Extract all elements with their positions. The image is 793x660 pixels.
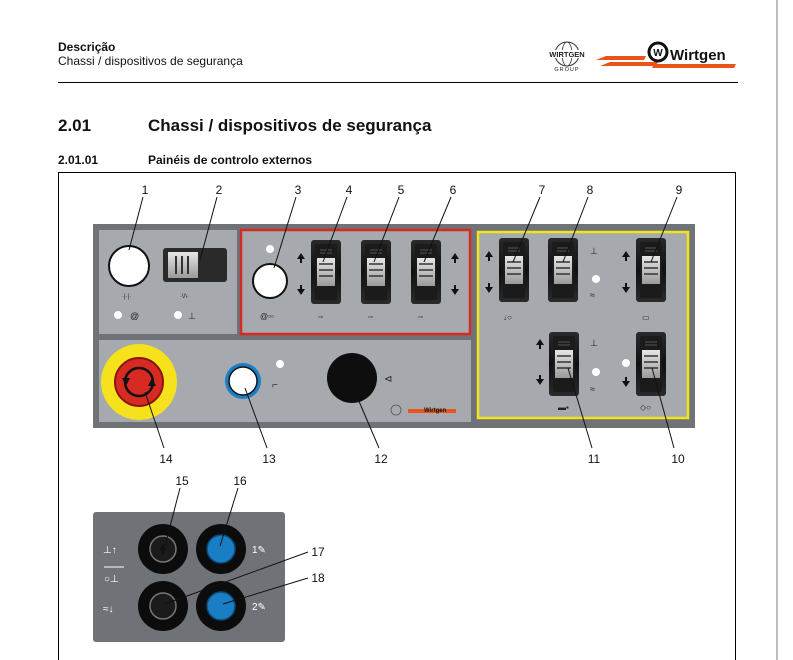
horn-button-12[interactable] bbox=[327, 353, 377, 403]
section-number: 2.01 bbox=[58, 116, 92, 135]
svg-text:W: W bbox=[653, 48, 663, 59]
logo-group-sub: GROUP bbox=[554, 67, 579, 73]
indicator-lamp bbox=[276, 360, 284, 368]
svg-text:⊲: ⊲ bbox=[384, 374, 392, 385]
button-13[interactable] bbox=[228, 366, 258, 396]
svg-text:1✎: 1✎ bbox=[252, 545, 266, 556]
button-17[interactable] bbox=[149, 592, 177, 620]
svg-text:▫▫: ▫▫ bbox=[418, 314, 423, 321]
callout-10: 10 bbox=[671, 452, 685, 466]
callout-13: 13 bbox=[262, 452, 276, 466]
svg-text:≈: ≈ bbox=[590, 384, 595, 394]
svg-text:⊥↑: ⊥↑ bbox=[103, 545, 117, 556]
logo-group-text: WIRTGEN bbox=[549, 50, 584, 59]
svg-text:▫▫: ▫▫ bbox=[368, 314, 373, 321]
svg-text:≈↓: ≈↓ bbox=[103, 604, 114, 615]
callout-14: 14 bbox=[159, 452, 173, 466]
indicator-lamp bbox=[622, 359, 630, 367]
subsection-title: Painéis de controlo externos bbox=[148, 153, 313, 167]
knob-1[interactable] bbox=[108, 245, 150, 287]
callout-16: 16 bbox=[233, 474, 247, 488]
svg-text:⌐: ⌐ bbox=[272, 380, 278, 391]
logo-brand-text: Wirtgen bbox=[670, 47, 726, 64]
callout-numbers: 1 2 3 4 5 6 7 8 9 10 11 12 13 14 15 16 1… bbox=[142, 183, 685, 585]
callout-leaders bbox=[128, 196, 678, 605]
svg-text:@▫▫: @▫▫ bbox=[260, 312, 274, 321]
wirtgen-group-logo: WIRTGEN GROUP bbox=[549, 41, 585, 73]
button-18[interactable] bbox=[206, 591, 236, 621]
svg-text:⊥: ⊥ bbox=[590, 246, 598, 256]
svg-text:○⊥: ○⊥ bbox=[104, 574, 119, 585]
rocker-switch-7[interactable] bbox=[498, 237, 530, 303]
svg-text:▬▪: ▬▪ bbox=[558, 403, 569, 412]
callout-8: 8 bbox=[587, 183, 594, 197]
indicator-lamp bbox=[266, 245, 274, 253]
svg-text:▫▫: ▫▫ bbox=[318, 314, 323, 321]
callout-12: 12 bbox=[374, 452, 388, 466]
subsection-number: 2.01.01 bbox=[58, 153, 99, 167]
small-control-panel bbox=[93, 512, 285, 642]
callout-5: 5 bbox=[398, 183, 405, 197]
callout-9: 9 bbox=[676, 183, 683, 197]
svg-text:⊥: ⊥ bbox=[188, 311, 196, 321]
emergency-stop-button[interactable] bbox=[114, 357, 164, 407]
svg-text:⊥: ⊥ bbox=[590, 338, 598, 348]
callout-4: 4 bbox=[346, 183, 353, 197]
callout-17: 17 bbox=[311, 545, 325, 559]
svg-text:@: @ bbox=[130, 311, 139, 321]
page-edge-line bbox=[776, 0, 778, 660]
svg-text:2✎: 2✎ bbox=[252, 602, 266, 613]
rocker-switch-11[interactable] bbox=[548, 331, 580, 397]
knob-3[interactable] bbox=[252, 263, 288, 299]
callout-1: 1 bbox=[142, 183, 149, 197]
callout-2: 2 bbox=[216, 183, 223, 197]
rocker-switch-4[interactable] bbox=[310, 239, 342, 305]
svg-text:▭: ▭ bbox=[642, 313, 650, 322]
indicator-lamp bbox=[592, 368, 600, 376]
callout-11: 11 bbox=[588, 452, 601, 466]
svg-text:·|·|·: ·|·|· bbox=[122, 294, 131, 300]
svg-text:·\/\·: ·\/\· bbox=[180, 294, 189, 300]
callout-18: 18 bbox=[311, 571, 325, 585]
indicator-lamp bbox=[114, 311, 122, 319]
rocker-switch-5[interactable] bbox=[360, 239, 392, 305]
svg-text:↓○: ↓○ bbox=[503, 313, 512, 322]
header-title: Descrição bbox=[58, 40, 116, 54]
button-16[interactable] bbox=[206, 534, 236, 564]
indicator-lamp bbox=[592, 275, 600, 283]
callout-6: 6 bbox=[450, 183, 457, 197]
indicator-lamp bbox=[174, 311, 182, 319]
figure-frame bbox=[58, 172, 736, 660]
callout-3: 3 bbox=[295, 183, 302, 197]
header-rule bbox=[58, 82, 738, 83]
wirtgen-brand-logo: W Wirtgen bbox=[596, 41, 736, 68]
svg-text:◇○: ◇○ bbox=[640, 403, 651, 412]
section-title: Chassi / dispositivos de segurança bbox=[148, 116, 432, 135]
rocker-switch-8[interactable] bbox=[547, 237, 579, 303]
rocker-switch-9[interactable] bbox=[635, 237, 667, 303]
rocker-switch-6[interactable] bbox=[410, 239, 442, 305]
rocker-switch-10[interactable] bbox=[635, 331, 667, 397]
svg-text:≈: ≈ bbox=[590, 290, 595, 300]
header-subtitle: Chassi / dispositivos de segurança bbox=[58, 54, 243, 68]
callout-15: 15 bbox=[175, 474, 189, 488]
callout-7: 7 bbox=[539, 183, 546, 197]
panel-brand-label: Wirtgen bbox=[424, 408, 447, 414]
